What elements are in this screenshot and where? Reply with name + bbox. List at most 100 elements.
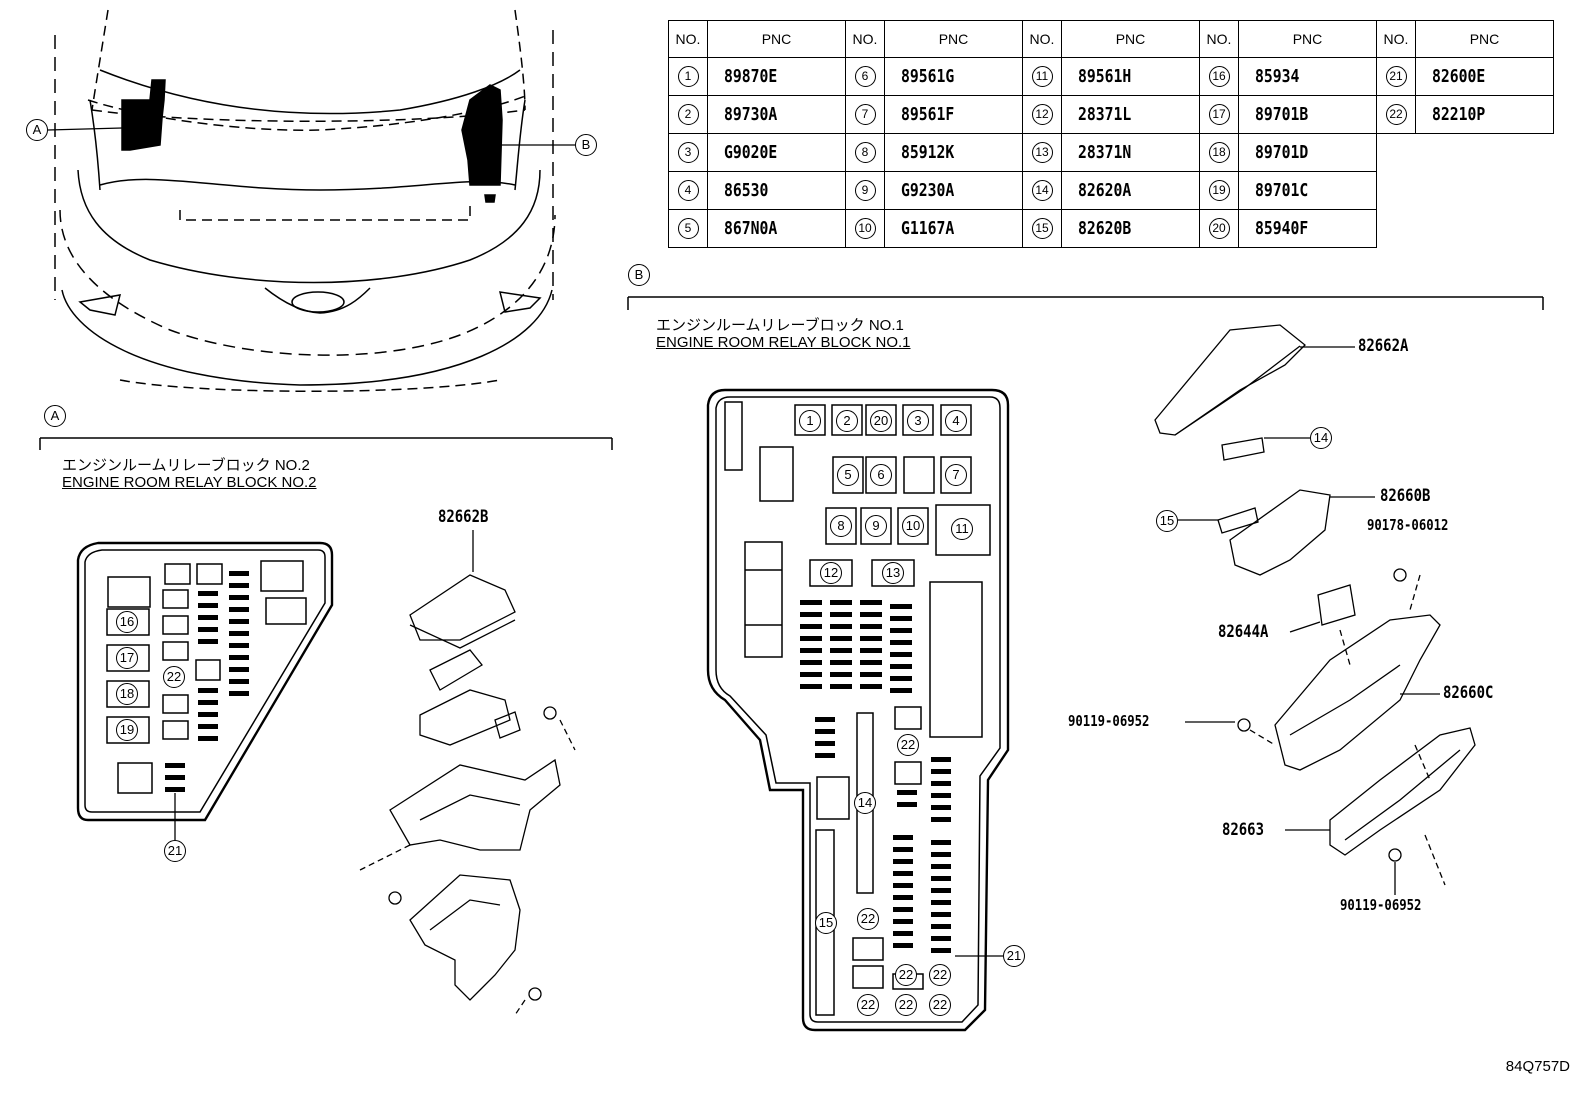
position-number: 18 xyxy=(1208,142,1230,163)
position-number: 5 xyxy=(677,218,699,239)
position-number: 19 xyxy=(1208,180,1230,201)
position-number: 20 xyxy=(1208,218,1230,239)
position-number: 11 xyxy=(1031,66,1053,87)
car-front-view xyxy=(47,9,575,392)
part-82660c[interactable]: 82660C xyxy=(1443,683,1494,703)
position-15[interactable]: 15 xyxy=(815,912,837,934)
position-1[interactable]: 1 xyxy=(799,410,821,432)
part-82662a[interactable]: 82662A xyxy=(1358,336,1409,356)
relay-block-no1-exploded xyxy=(1154,324,1476,895)
position-2[interactable]: 2 xyxy=(836,410,858,432)
position-number: 1 xyxy=(677,66,699,87)
position-number: 2 xyxy=(677,104,699,125)
position-number: 16 xyxy=(1208,66,1230,87)
position-22[interactable]: 22 xyxy=(857,994,879,1016)
position-4[interactable]: 4 xyxy=(945,410,967,432)
part-number: 89561F xyxy=(901,104,955,125)
header-pnc: PNC xyxy=(1061,20,1200,58)
pnc-table: NO. PNC NO. PNC NO. PNC NO. PNC NO. PNC … xyxy=(668,20,1554,248)
header-pnc: PNC xyxy=(884,20,1023,58)
part-90119-06952[interactable]: 90119-06952 xyxy=(1068,712,1150,730)
part-number: 82600E xyxy=(1432,66,1486,87)
part-82662b[interactable]: 82662B xyxy=(438,507,489,527)
position-22[interactable]: 22 xyxy=(857,908,879,930)
position-3[interactable]: 3 xyxy=(907,410,929,432)
header-pnc: PNC xyxy=(1238,20,1377,58)
part-number: 85912K xyxy=(901,142,955,163)
header-no: NO. xyxy=(1376,20,1416,58)
position-number: 13 xyxy=(1031,142,1053,163)
part-82663[interactable]: 82663 xyxy=(1222,820,1264,840)
part-number: 89701D xyxy=(1255,142,1309,163)
table-row: 5 867N0A 10 G1167A 15 82620B 20 85940F xyxy=(668,209,1554,248)
part-82644a[interactable]: 82644A xyxy=(1218,622,1269,642)
position-21[interactable]: 21 xyxy=(164,840,186,862)
position-18[interactable]: 18 xyxy=(116,683,138,705)
position-21[interactable]: 21 xyxy=(1003,945,1025,967)
position-10[interactable]: 10 xyxy=(902,515,924,537)
relay-block-no2-exploded xyxy=(359,530,576,1016)
position-7[interactable]: 7 xyxy=(945,464,967,486)
part-number: 85934 xyxy=(1255,66,1300,87)
position-15[interactable]: 15 xyxy=(1156,510,1178,532)
table-row: 3 G9020E 8 85912K 13 28371N 18 89701D xyxy=(668,133,1554,172)
section-a-bracket xyxy=(39,437,613,450)
part-82660b[interactable]: 82660B xyxy=(1380,486,1431,506)
part-number: 89730A xyxy=(724,104,778,125)
position-12[interactable]: 12 xyxy=(820,562,842,584)
position-13[interactable]: 13 xyxy=(882,562,904,584)
position-5[interactable]: 5 xyxy=(837,464,859,486)
position-number: 21 xyxy=(1385,66,1407,87)
table-row: 1 89870E 6 89561G 11 89561H 16 85934 21 … xyxy=(668,57,1554,96)
position-22[interactable]: 22 xyxy=(895,994,917,1016)
part-number: 82210P xyxy=(1432,104,1486,125)
position-number: 14 xyxy=(1031,180,1053,201)
position-22[interactable]: 22 xyxy=(897,734,919,756)
position-16[interactable]: 16 xyxy=(116,611,138,633)
position-22[interactable]: 22 xyxy=(929,994,951,1016)
callout-b-car[interactable]: B xyxy=(575,134,597,156)
callout-a-car[interactable]: A xyxy=(26,119,48,141)
section-b-title-en: ENGINE ROOM RELAY BLOCK NO.1 xyxy=(656,334,911,351)
position-22[interactable]: 22 xyxy=(163,666,185,688)
position-number: 12 xyxy=(1031,104,1053,125)
position-number: 10 xyxy=(854,218,876,239)
position-9[interactable]: 9 xyxy=(865,515,887,537)
position-22[interactable]: 22 xyxy=(895,964,917,986)
position-number: 8 xyxy=(854,142,876,163)
position-22[interactable]: 22 xyxy=(929,964,951,986)
section-b-marker: B xyxy=(628,264,650,286)
document-id: 84Q757D xyxy=(1505,1058,1570,1075)
position-14[interactable]: 14 xyxy=(854,792,876,814)
position-11[interactable]: 11 xyxy=(951,518,973,540)
part-number: 89870E xyxy=(724,66,778,87)
part-number: G9020E xyxy=(724,142,778,163)
position-20[interactable]: 20 xyxy=(870,410,892,432)
position-number: 6 xyxy=(854,66,876,87)
header-no: NO. xyxy=(1199,20,1239,58)
section-b-title-jp: エンジンルームリレーブロック NO.1 xyxy=(656,317,904,334)
header-pnc: PNC xyxy=(707,20,846,58)
relay-block-no2-outline xyxy=(76,541,334,840)
part-number: 89701B xyxy=(1255,104,1309,125)
part-number: G1167A xyxy=(901,218,955,239)
part-number: 89701C xyxy=(1255,180,1309,201)
position-17[interactable]: 17 xyxy=(116,647,138,669)
position-number: 3 xyxy=(677,142,699,163)
position-19[interactable]: 19 xyxy=(116,719,138,741)
position-14[interactable]: 14 xyxy=(1310,427,1332,449)
position-6[interactable]: 6 xyxy=(870,464,892,486)
position-8[interactable]: 8 xyxy=(830,515,852,537)
part-90178-06012[interactable]: 90178-06012 xyxy=(1367,516,1449,534)
position-number: 4 xyxy=(677,180,699,201)
part-90119-06952[interactable]: 90119-06952 xyxy=(1340,896,1422,914)
part-number: G9230A xyxy=(901,180,955,201)
part-number: 86530 xyxy=(724,180,769,201)
header-pnc: PNC xyxy=(1415,20,1554,58)
table-row: 4 86530 9 G9230A 14 82620A 19 89701C xyxy=(668,171,1554,210)
header-no: NO. xyxy=(1022,20,1062,58)
header-no: NO. xyxy=(845,20,885,58)
table-header-row: NO. PNC NO. PNC NO. PNC NO. PNC NO. PNC xyxy=(668,20,1554,58)
section-a-title-en: ENGINE ROOM RELAY BLOCK NO.2 xyxy=(62,474,317,491)
